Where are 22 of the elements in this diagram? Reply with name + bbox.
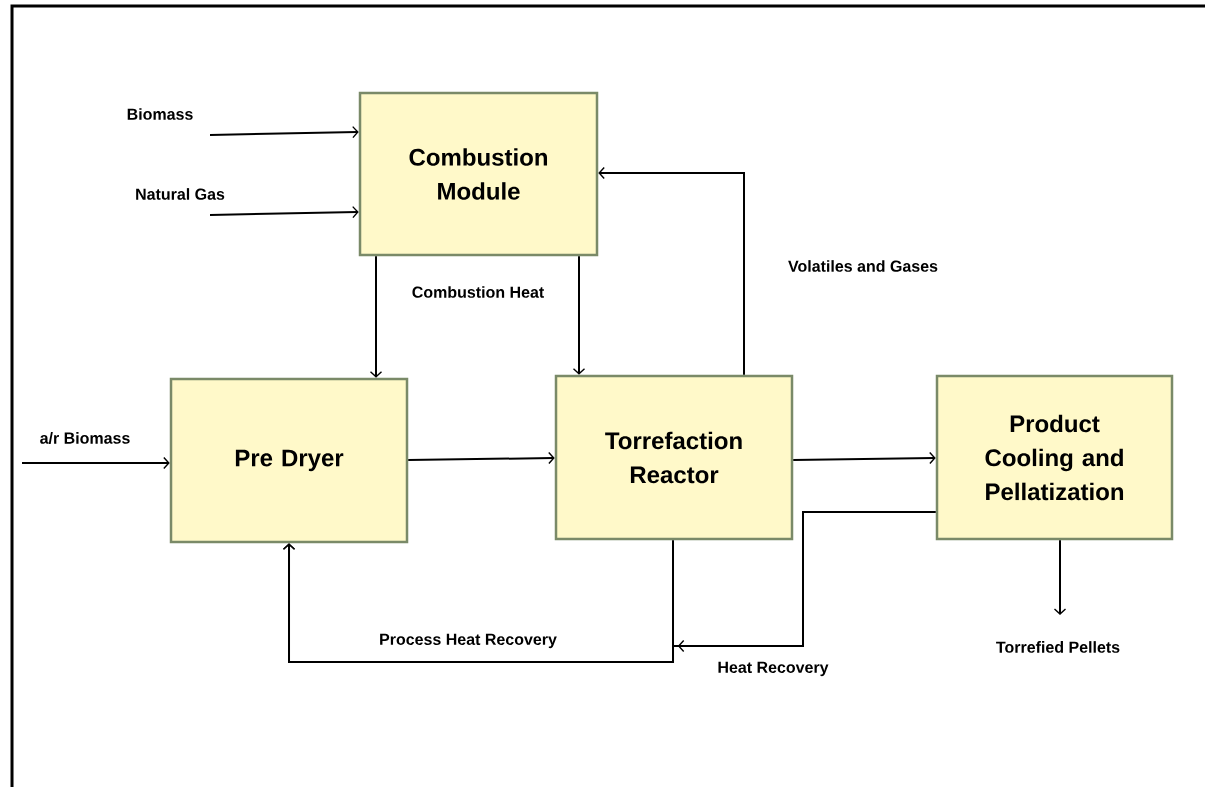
arrow bbox=[209, 125, 359, 139]
arrow bbox=[282, 511, 937, 663]
arrow bbox=[21, 456, 170, 470]
arrow bbox=[598, 166, 745, 376]
edge-label: Process Heat Recovery bbox=[378, 632, 558, 650]
process-box: Combustion Module bbox=[358, 91, 599, 257]
arrow bbox=[209, 205, 359, 219]
arrow bbox=[572, 255, 586, 375]
process-box: Pre Dryer bbox=[169, 377, 409, 544]
arrow bbox=[369, 255, 383, 378]
edge-label: Volatiles and Gases bbox=[787, 259, 939, 273]
edge-label: Biomass bbox=[125, 107, 195, 121]
arrow bbox=[1053, 539, 1067, 615]
flow-label: Combustion Heat bbox=[410, 285, 546, 299]
edge-label: Heat Recovery bbox=[716, 660, 830, 678]
arrow bbox=[407, 451, 555, 465]
edge-label: Torrefied Pellets bbox=[994, 640, 1122, 654]
arrow bbox=[792, 451, 936, 465]
process-box: Product Cooling and Pellatization bbox=[935, 374, 1174, 541]
edge-label: Natural Gas bbox=[134, 187, 226, 201]
edge-label: a/r Biomass bbox=[38, 431, 132, 445]
process-box: Torrefaction Reactor bbox=[554, 374, 794, 541]
